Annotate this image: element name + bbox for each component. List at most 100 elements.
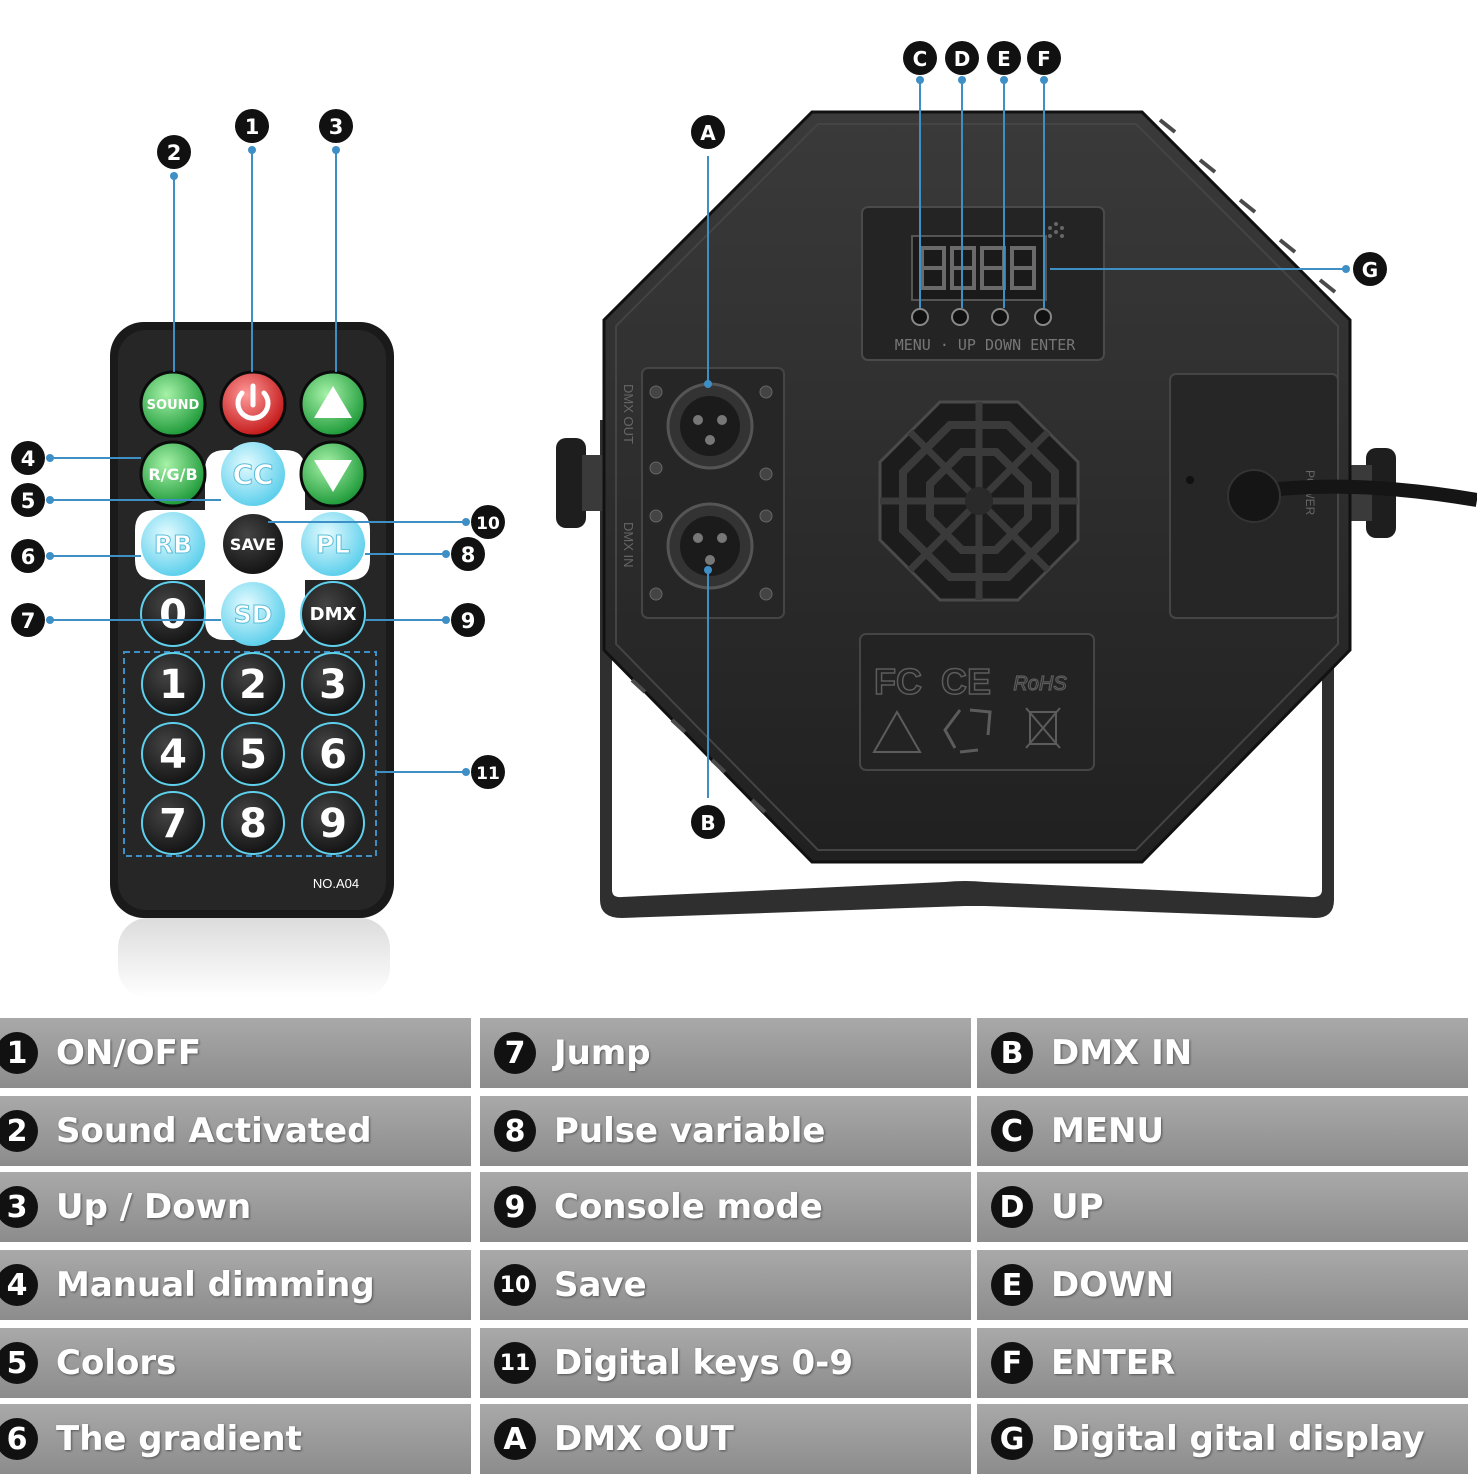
svg-text:G: G [1362,258,1378,282]
callout-e: E [987,41,1021,75]
ce-mark: CE [941,661,991,702]
digit-key-7[interactable]: 7 [141,791,205,855]
svg-text:9: 9 [461,609,476,633]
legend-badge: B [991,1032,1033,1074]
menu-key[interactable] [911,308,929,326]
down-button[interactable] [299,440,367,508]
digit-key-label: 8 [239,801,267,847]
digit-key-8[interactable]: 8 [221,791,285,855]
fc-mark: FC [874,661,922,702]
panel-key-labels: MENU · UP DOWN ENTER [895,336,1077,354]
sd-button-label: SD [234,600,273,629]
dmx-in-connector[interactable] [666,502,754,590]
legend-item: 4 Manual dimming [0,1250,471,1320]
legend-badge: A [494,1418,536,1460]
callout-5: 5 [11,483,45,517]
enter-key[interactable] [1034,308,1052,326]
legend-badge: 3 [0,1186,38,1228]
power-icon [235,383,271,421]
callout-c: C [903,41,937,75]
callout-b: B [691,805,725,839]
callout-4: 4 [11,441,45,475]
down-arrow-icon [314,460,352,492]
legend-badge: 7 [494,1032,536,1074]
dmx-out-side-label: DMX OUT [621,384,636,444]
zero-button[interactable]: 0 [140,581,206,647]
legend-label: Manual dimming [56,1265,375,1305]
legend-label: UP [1051,1187,1104,1227]
legend-label: DOWN [1051,1265,1175,1305]
sd-button[interactable]: SD [221,582,285,646]
dmx-button[interactable]: DMX [300,581,366,647]
ir-receiver-icon [1048,222,1064,238]
pl-button[interactable]: PL [301,512,365,576]
legend-badge: 4 [0,1264,38,1306]
legend-label: ON/OFF [56,1033,202,1073]
zero-button-label: 0 [159,592,187,638]
svg-text:10: 10 [476,514,500,534]
callout-2: 2 [157,135,191,169]
digit-key-2[interactable]: 2 [221,652,285,716]
up-arrow-icon [314,386,352,418]
svg-text:C: C [913,47,928,71]
digit-key-1[interactable]: 1 [141,652,205,716]
digit-key-label: 2 [239,662,267,708]
svg-text:E: E [997,47,1011,71]
legend-label: Jump [554,1033,651,1073]
digit-keys-area [123,651,377,857]
screws [649,385,773,601]
dmx-in-side-label: DMX IN [621,522,636,568]
dmx-out-connector[interactable] [666,382,754,470]
digit-key-4[interactable]: 4 [141,722,205,786]
remote-callout-dots [46,146,470,776]
down-key[interactable] [991,308,1009,326]
digit-key-label: 6 [319,732,347,778]
legend-label: Digital keys 0-9 [554,1343,853,1383]
legend-badge: F [991,1342,1033,1384]
sound-button[interactable]: SOUND [139,370,207,438]
legend-label: Sound Activated [56,1111,372,1151]
rohs-mark: RoHS [1013,673,1067,695]
svg-text:D: D [954,47,971,71]
remote-control: SOUND R/G/B CC RB [11,109,505,998]
warning-icon [872,709,922,753]
product-illustration: SOUND R/G/B CC RB [11,41,1477,998]
legend-badge: 6 [0,1418,38,1460]
legend-badge: 8 [494,1110,536,1152]
callout-a: A [691,115,725,149]
rb-button[interactable]: RB [141,512,205,576]
callout-10: 10 [471,505,505,539]
cc-button-label: CC [232,458,273,491]
recycle-icon [943,708,992,754]
digit-key-5[interactable]: 5 [221,722,285,786]
legend-badge: 9 [494,1186,536,1228]
power-button[interactable] [219,370,287,438]
left-knob [556,438,586,528]
rgb-button[interactable]: R/G/B [139,440,207,508]
light-device: MENU · UP DOWN ENTER DMX OUT DMX IN [556,41,1477,918]
legend-badge: 11 [494,1342,536,1384]
digit-key-6[interactable]: 6 [301,722,365,786]
svg-text:F: F [1037,47,1051,71]
digit-key-label: 4 [159,732,187,778]
up-key[interactable] [951,308,969,326]
cc-button[interactable]: CC [221,442,285,506]
digit-key-3[interactable]: 3 [301,652,365,716]
save-button[interactable]: SAVE [223,514,283,574]
up-button[interactable] [299,370,367,438]
remote-callout-lines [50,150,466,773]
svg-text:3: 3 [329,115,344,139]
digit-key-9[interactable]: 9 [301,791,365,855]
digit-key-label: 3 [319,662,347,708]
